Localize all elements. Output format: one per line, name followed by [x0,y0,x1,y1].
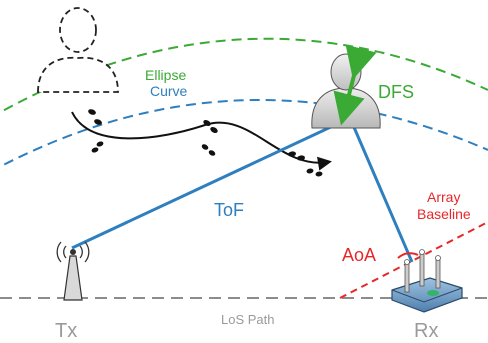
reflected-signal-path-person-to-rx [348,117,414,263]
rx-label: Rx [414,320,438,342]
dfs-label: DFS [378,82,414,102]
outer-ellipse-curve [0,37,488,114]
footprints-icon [88,109,323,177]
array-label: Array [427,189,460,205]
curve-label: Curve [150,83,188,99]
los-path-label: LoS Path [221,312,275,327]
dfs-arrow [333,44,377,126]
baseline-label: Baseline [417,206,471,222]
aoa-label: AoA [342,245,376,265]
walking-trajectory [71,111,332,171]
dashed-person-icon [37,7,119,93]
tx-label: Tx [55,320,77,342]
array-baseline-line [339,221,488,299]
antenna-tower-icon [56,241,90,301]
person-icon [311,53,381,129]
router-icon [391,249,463,313]
tof-label: ToF [214,200,244,220]
ellipse-label: Ellipse [145,67,186,83]
tof-signal-path-tx-to-person [71,116,351,250]
aoa-angle-arc [397,252,419,259]
inner-ellipse-curve [0,99,488,168]
